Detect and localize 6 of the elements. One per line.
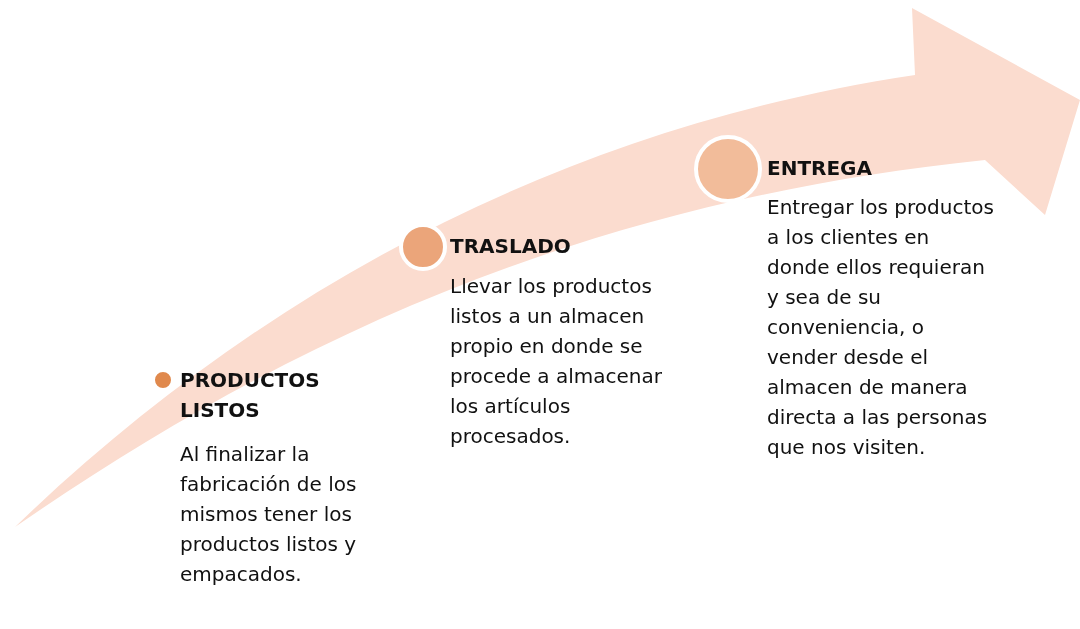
step-heading: ENTREGA (767, 155, 873, 182)
step-description: Al finalizar la fabricación de los mismos tener los productos listos y empacados. (180, 441, 358, 588)
step-heading: TRASLADO (450, 233, 572, 260)
step-description: Entregar los productos a los clientes en donde ellos requieran y sea de su conveniencia, o vender desde el almacen de manera directa a las personas que nos visiten. (767, 194, 995, 461)
step-heading: PRODUCTOS LISTOS (180, 367, 321, 424)
step-description: Llevar los productos listos a un almacen propio en donde se procede a almacenar los artículos procesados. (450, 273, 663, 450)
